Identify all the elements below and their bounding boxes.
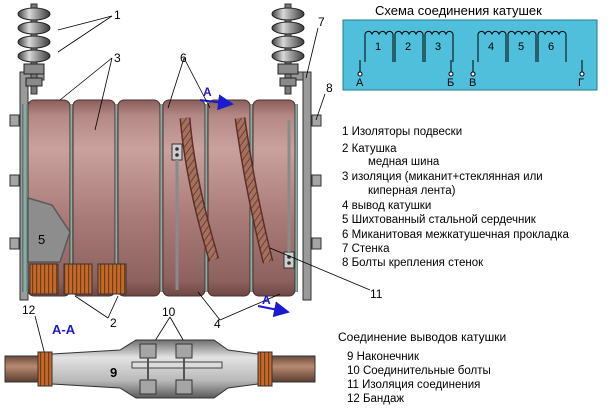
joint-legend: 9 Наконечник 10 Соединительные болты 11 Из… [347,351,491,405]
coil-leads [171,117,295,290]
spacer-3 [160,104,163,292]
scheme-coil-5 [507,30,537,36]
scheme-coil-label: 2 [405,41,411,53]
scheme-coil-label: 5 [518,41,524,53]
legend-item: 7 Стенка [342,243,390,255]
joint-callout-9: 9 [110,365,117,380]
spacer-1 [70,104,73,292]
legend-item: медная шина [368,156,440,168]
callout-2: 2 [110,316,117,330]
legend-item: 4 вывод катушки [342,200,431,212]
joint-legend-item: 11 Изоляция соединения [347,379,480,391]
callout-6: 6 [180,51,187,65]
wall-right [286,71,312,301]
section-arrow-top: А [203,85,212,99]
scheme-terminal: Б [447,77,454,89]
scheme-terminal: А [356,77,364,89]
scheme-terminal: Г [578,77,584,89]
scheme-coil-label: 1 [375,41,381,53]
connection-scheme: Схема соединения катушек 1 2 3 4 5 6А Б В Г [342,3,598,91]
joint-legend-item: 10 Соединительные болты [347,365,491,377]
callout-1: 1 [114,8,121,22]
suspension-insulators [17,3,305,95]
callout-3: 3 [114,51,121,65]
section-label: А-А [52,322,76,337]
scheme-title: Схема соединения катушек [375,3,542,18]
legend-item: киперная лента) [368,185,456,197]
scheme-coil-label: 3 [435,41,441,53]
copper-bus-section [29,263,127,295]
scheme-coil-label: 4 [488,41,494,53]
legend-item: 3 изоляция (миканит+стеклянная или [342,171,543,183]
scheme-coil-2 [394,30,424,36]
joint-legend-item: 12 Бандаж [347,393,404,405]
section-arrow-bottom: А [262,293,271,307]
scheme-coil-4 [477,30,507,36]
callout-10: 10 [162,305,176,319]
spacer-4 [205,104,208,292]
spacer-6 [295,104,298,292]
legend-item: 1 Изоляторы подвески [342,126,462,138]
scheme-coil-label: 6 [548,41,554,53]
callout-7: 7 [318,15,325,29]
callout-11: 11 [370,287,383,301]
section-marker [199,94,290,318]
joint-legend-item: 9 Наконечник [347,351,420,363]
scheme-terminal: В [469,77,476,89]
legend-item: 5 Шихтованный стальной сердечник [342,214,537,226]
joint-legend-title: Соединение выводов катушки [338,330,506,344]
callout-5: 5 [38,232,45,247]
spacer-0 [22,104,28,292]
legend-item: 6 Миканитовая межкатушечная прокладка [342,229,569,241]
legend-item: 2 Катушка [342,143,397,155]
insulator-1 [17,3,51,95]
scheme-coil-6 [537,30,567,36]
scheme-coil-1 [364,30,394,36]
legend-item: 8 Болты крепления стенок [342,257,484,269]
insulator-2 [271,3,305,95]
callout-4: 4 [214,317,221,331]
joint-detail: 9 [4,339,316,399]
wall-bolts [9,114,322,250]
spacer-2 [115,104,118,292]
scheme-coil-3 [424,30,454,36]
callout-12: 12 [22,303,36,317]
reactor-body [9,71,322,318]
coils [22,99,298,297]
callout-8: 8 [326,81,333,95]
